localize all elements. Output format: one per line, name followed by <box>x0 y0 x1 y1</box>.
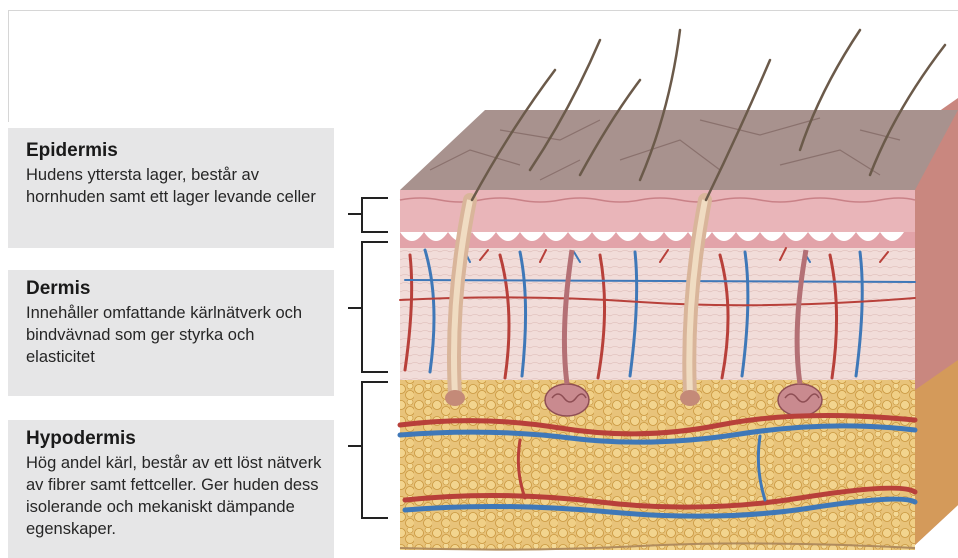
layer-brackets <box>348 198 388 518</box>
dermis-bracket <box>348 242 388 372</box>
epidermis-bracket <box>348 198 388 232</box>
epidermal-ridges <box>400 232 915 250</box>
hypodermis-layer <box>400 380 915 550</box>
hypodermis-bracket <box>348 382 388 518</box>
block-side-fat <box>915 360 958 545</box>
epidermis-layer <box>400 190 915 232</box>
